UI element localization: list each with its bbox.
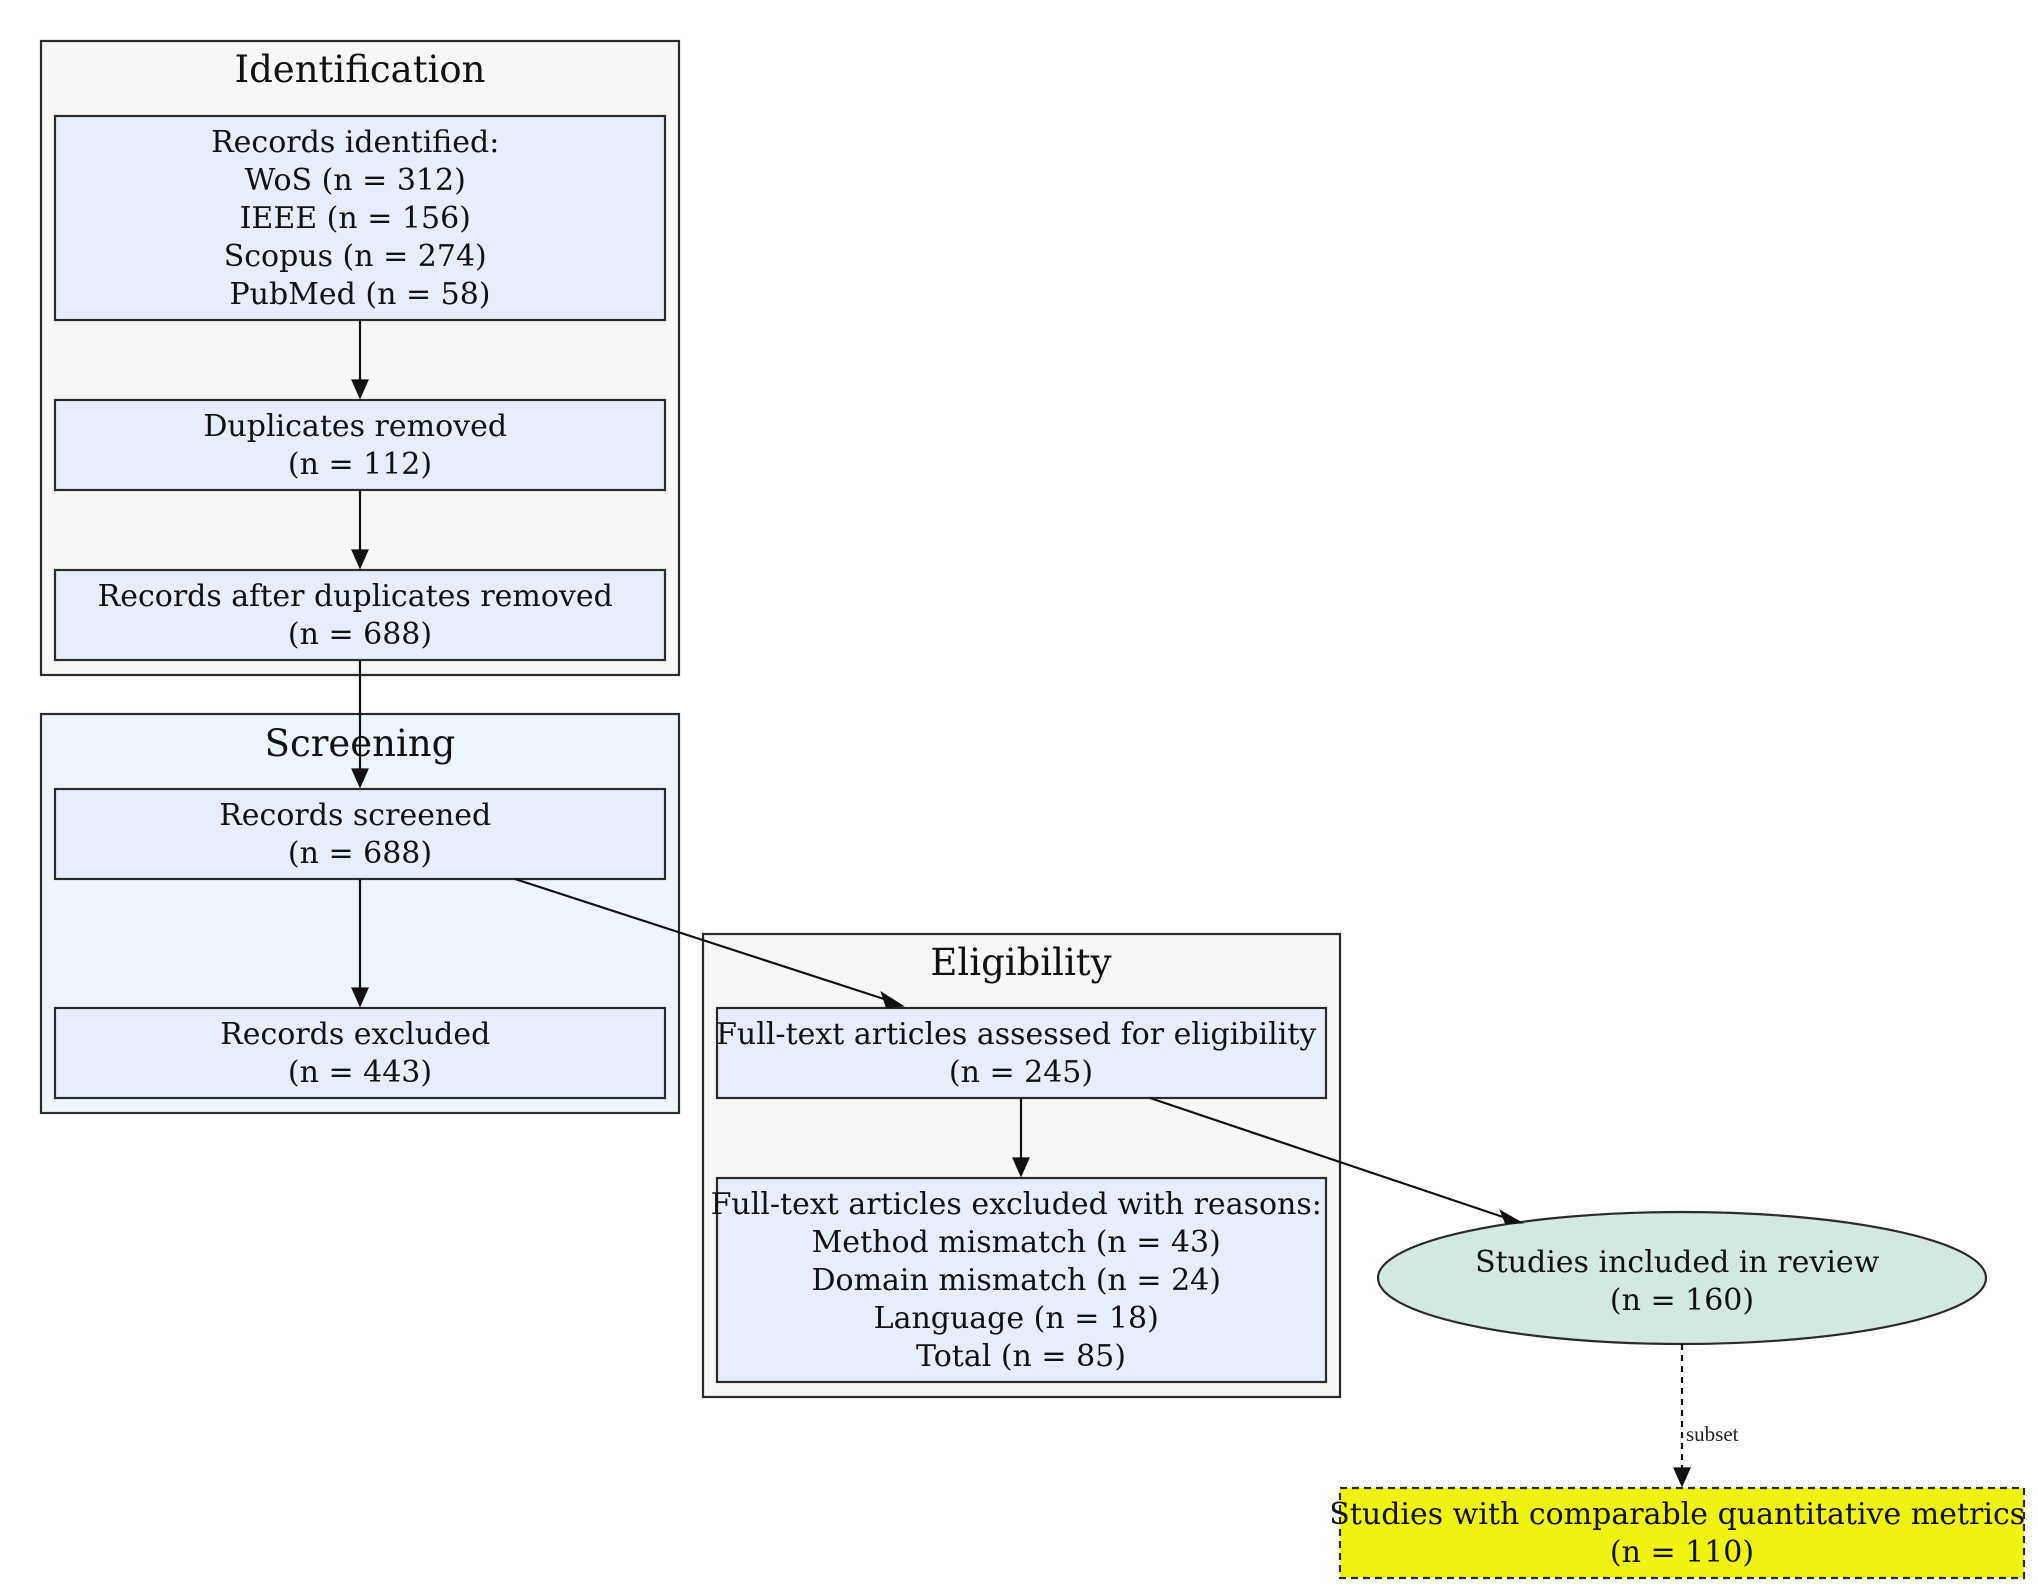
- records-screened-line: (n = 688): [288, 836, 432, 871]
- records-identified-line: Scopus (n = 274): [224, 239, 487, 274]
- records-screened-text: Records screened (n = 688): [219, 798, 501, 871]
- records-screened-line: Records screened: [219, 798, 491, 833]
- cluster-identification-title: Identification: [235, 48, 486, 91]
- edge-after-to-screened: [351, 660, 369, 789]
- arrow-head: [1673, 1467, 1691, 1488]
- fulltext-assessed-line: Full-text articles assessed for eligibil…: [716, 1017, 1316, 1052]
- studies-included-line: (n = 160): [1610, 1283, 1754, 1318]
- edge-duplicates-to-after: [351, 490, 369, 570]
- records-screened-box: [53, 787, 667, 881]
- fulltext-excluded-text: Full-text articles excluded with reasons…: [711, 1187, 1332, 1374]
- fulltext-assessed-line: (n = 245): [949, 1055, 1093, 1090]
- studies-quantitative-line: Studies with comparable quantitative met…: [1329, 1497, 2025, 1532]
- fulltext-excluded-line: Language (n = 18): [874, 1301, 1159, 1336]
- arrow-head: [1012, 1157, 1030, 1178]
- arrow-head: [880, 990, 905, 1009]
- records-identified-line: IEEE (n = 156): [240, 201, 471, 236]
- edge-line: [1149, 1096, 1504, 1219]
- duplicates-removed-text: Duplicates removed (n = 112): [203, 409, 516, 482]
- fulltext-excluded-box: [715, 1176, 1328, 1384]
- studies-quantitative-line: (n = 110): [1610, 1535, 1754, 1570]
- node-fulltext-excluded: Full-text articles excluded with reasons…: [711, 1176, 1332, 1384]
- records-after-duplicates-line: (n = 688): [288, 617, 432, 652]
- records-excluded-box: [53, 1006, 667, 1100]
- records-identified-line: Records identified:: [211, 125, 499, 160]
- edge-fulltext-to-included: [1149, 1096, 1525, 1225]
- records-identified-text: Records identified: WoS (n = 312) IEEE (…: [211, 125, 509, 312]
- fulltext-excluded-line: Method mismatch (n = 43): [812, 1225, 1221, 1260]
- edge-included-to-quantitative: subset: [1673, 1344, 1739, 1488]
- studies-quantitative-text: Studies with comparable quantitative met…: [1329, 1497, 2034, 1570]
- records-excluded-text: Records excluded (n = 443): [220, 1017, 500, 1090]
- fulltext-assessed-text: Full-text articles assessed for eligibil…: [716, 1017, 1326, 1090]
- studies-quantitative-box: [1338, 1486, 2026, 1580]
- records-excluded-line: (n = 443): [288, 1055, 432, 1090]
- edge-fulltext-to-excluded: [1012, 1098, 1030, 1178]
- records-identified-line: WoS (n = 312): [245, 163, 466, 198]
- edge-screened-to-excluded: [351, 879, 369, 1008]
- edge-line: [514, 877, 885, 1001]
- node-duplicates-removed: Duplicates removed (n = 112): [53, 398, 667, 492]
- duplicates-removed-line: Duplicates removed: [203, 409, 507, 444]
- cluster-eligibility-title: Eligibility: [930, 941, 1111, 984]
- studies-included-line: Studies included in review: [1475, 1245, 1880, 1280]
- fulltext-assessed-box: [715, 1006, 1328, 1100]
- records-after-duplicates-line: Records after duplicates removed: [98, 579, 613, 614]
- records-after-duplicates-text: Records after duplicates removed (n = 68…: [98, 579, 623, 652]
- records-excluded-line: Records excluded: [220, 1017, 490, 1052]
- node-records-excluded: Records excluded (n = 443): [53, 1006, 667, 1100]
- fulltext-excluded-line: Full-text articles excluded with reasons…: [711, 1187, 1322, 1222]
- arrow-head: [351, 987, 369, 1008]
- node-records-identified: Records identified: WoS (n = 312) IEEE (…: [53, 114, 667, 322]
- arrow-head: [351, 768, 369, 789]
- arrow-head: [351, 549, 369, 570]
- arrow-head: [1499, 1209, 1525, 1225]
- fulltext-excluded-line: Domain mismatch (n = 24): [811, 1263, 1221, 1298]
- edge-screened-to-fulltext: [514, 877, 905, 1009]
- arrow-head: [351, 379, 369, 400]
- studies-included-text: Studies included in review (n = 160): [1475, 1245, 1889, 1318]
- node-studies-quantitative: Studies with comparable quantitative met…: [1329, 1486, 2034, 1580]
- edge-label-subset: subset: [1686, 1422, 1739, 1446]
- node-records-after-duplicates: Records after duplicates removed (n = 68…: [53, 568, 667, 662]
- edge-identified-to-duplicates: [351, 320, 369, 400]
- duplicates-removed-line: (n = 112): [288, 447, 432, 482]
- records-identified-line: PubMed (n = 58): [229, 277, 490, 312]
- node-studies-included: Studies included in review (n = 160): [1376, 1210, 1988, 1346]
- fulltext-excluded-line: Total (n = 85): [916, 1339, 1126, 1374]
- node-fulltext-assessed: Full-text articles assessed for eligibil…: [715, 1006, 1328, 1100]
- node-records-screened: Records screened (n = 688): [53, 787, 667, 881]
